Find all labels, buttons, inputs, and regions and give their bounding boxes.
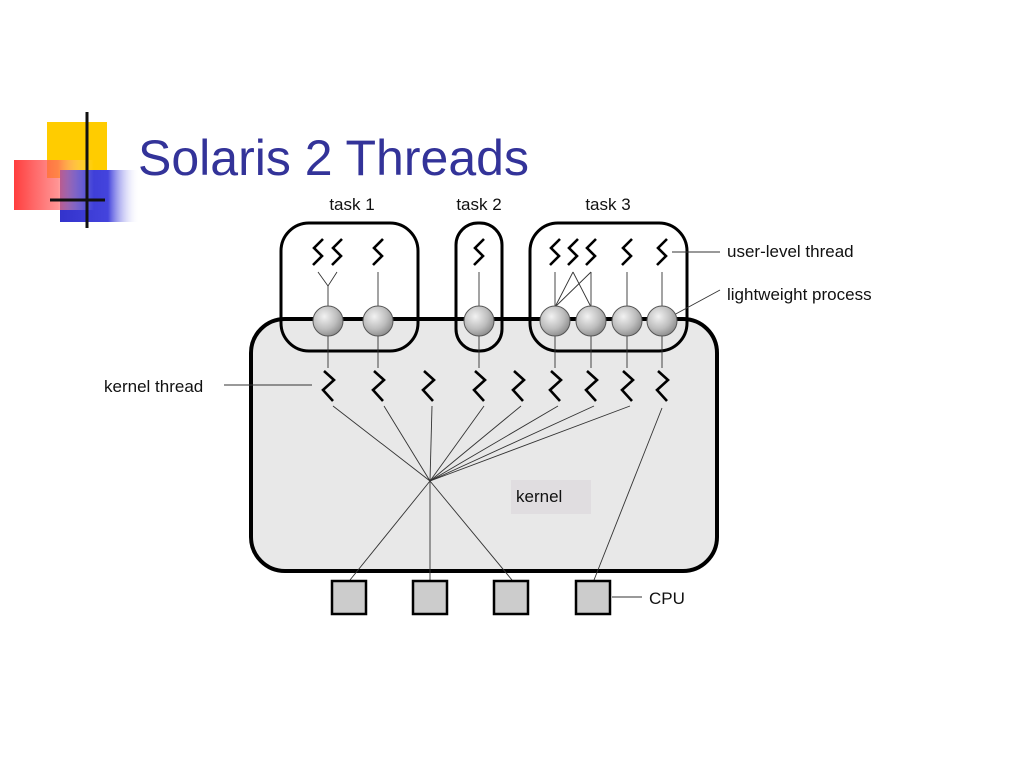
- cpus: [330, 579, 612, 616]
- kernel-thread-icon: [472, 370, 487, 402]
- kernel-thread-icon: [584, 370, 599, 402]
- lwp-ball-icon: [539, 305, 571, 337]
- cpu-box: [330, 579, 368, 616]
- lwp-ball-icon: [611, 305, 643, 337]
- user-thread-icon: [567, 238, 579, 266]
- kernel-thread-icon: [371, 370, 386, 402]
- logo-red-bar: [14, 160, 94, 210]
- kernel-thread-icon: [321, 370, 336, 402]
- task-label-1: task 1: [329, 195, 374, 214]
- cpu-box: [411, 579, 449, 616]
- lwp-ball-icon: [362, 305, 394, 337]
- kernel-thread-icon: [421, 370, 436, 402]
- lightweight-processes: [312, 305, 678, 337]
- lwp-ball-icon: [312, 305, 344, 337]
- user-thread-icon: [656, 238, 668, 266]
- user-thread-icon: [312, 238, 324, 266]
- lwp-ball-icon: [463, 305, 495, 337]
- user-level-threads: [312, 238, 668, 266]
- slide-title: Solaris 2 Threads: [138, 130, 529, 186]
- cpu-box: [574, 579, 612, 616]
- kernel-thread-icon: [620, 370, 635, 402]
- user-level-thread-label: user-level thread: [727, 242, 854, 261]
- task-label-2: task 2: [456, 195, 501, 214]
- kernel-threads: [321, 370, 670, 402]
- kernel-thread-icon: [511, 370, 526, 402]
- kernel-thread-icon: [655, 370, 670, 402]
- lwp-ball-icon: [646, 305, 678, 337]
- kernel-label-bg: [511, 480, 591, 514]
- user-thread-icon: [331, 238, 343, 266]
- task-box-3: [528, 221, 689, 353]
- lwp-ball-icon: [575, 305, 607, 337]
- kernel-thread-icon: [548, 370, 563, 402]
- cpu-box: [492, 579, 530, 616]
- connection-lines: [224, 251, 721, 598]
- kernel-label: kernel: [516, 487, 562, 506]
- user-thread-icon: [585, 238, 597, 266]
- user-thread-icon: [549, 238, 561, 266]
- kernel-thread-label: kernel thread: [104, 377, 203, 396]
- user-thread-icon: [621, 238, 633, 266]
- lightweight-process-label: lightweight process: [727, 285, 872, 304]
- user-thread-icon: [372, 238, 384, 266]
- task-label-3: task 3: [585, 195, 630, 214]
- cpu-label: CPU: [649, 589, 685, 608]
- task-box-1: [279, 221, 420, 353]
- user-thread-icon: [473, 238, 485, 266]
- slide-logo-icon: [14, 112, 140, 228]
